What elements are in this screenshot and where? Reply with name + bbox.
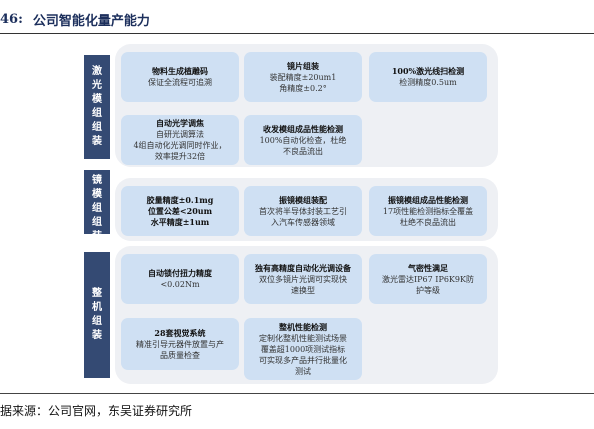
- card-galvo-assembly: 振镜模组装配 首次将半导体封装工艺引 入汽车传感器领域: [244, 186, 362, 236]
- card-air-tightness: 气密性满足 激光雷达IP67 IP6K9K防 护等级: [369, 254, 487, 304]
- card-auto-focus: 自动光学调焦 自研光调算法 4组自动化光调同时作业， 效率提升32倍: [121, 115, 239, 165]
- card-unit-performance-test: 整机性能检测 定制化整机性能测试场景 覆盖超1000项测试指标 可实现多产品并行…: [244, 318, 362, 380]
- card-torque-precision: 自动锁付扭力精度 <0.02Nm: [121, 254, 239, 304]
- card-vision-systems: 28套视觉系统 精准引导元器件放置与产 品质量检查: [121, 318, 239, 370]
- bottom-rule: [0, 393, 594, 394]
- group-label-galvo: 振镜模组组装: [84, 161, 110, 242]
- card-laser-line-scan: 100%激光线扫检测 检测精度0.5um: [369, 52, 487, 102]
- figure-title-text: 公司智能化量产能力: [32, 13, 150, 29]
- card-tx-rx-inspection: 收发模组成品性能检测 100%自动化检查，杜绝 不良品流出: [244, 115, 362, 165]
- group-label-unit: 整机组装: [84, 252, 110, 378]
- card-material-code: 物料生成植雕码 保证全流程可追溯: [121, 52, 239, 102]
- group-label-laser: 激光模组组装: [84, 55, 110, 159]
- figure-title: 46: 公司智能化量产能力: [0, 9, 150, 29]
- card-galvo-inspection: 振镜模组成品性能检测 17项性能检测指标全覆盖 杜绝不良品流出: [369, 186, 487, 236]
- figure-number: 46:: [0, 11, 23, 27]
- card-optical-alignment: 独有高精度自动化光调设备 双位多镜片光调可实现快 速换型: [244, 254, 362, 304]
- card-glue-precision: 胶量精度±0.1mg 位置公差<20um 水平精度±1um: [121, 186, 239, 236]
- source-note: 据来源：公司官网，东吴证券研究所: [0, 404, 193, 418]
- top-rule: [0, 33, 594, 34]
- card-lens-assembly: 镜片组装 装配精度±20um1 角精度±0.2°: [244, 52, 362, 102]
